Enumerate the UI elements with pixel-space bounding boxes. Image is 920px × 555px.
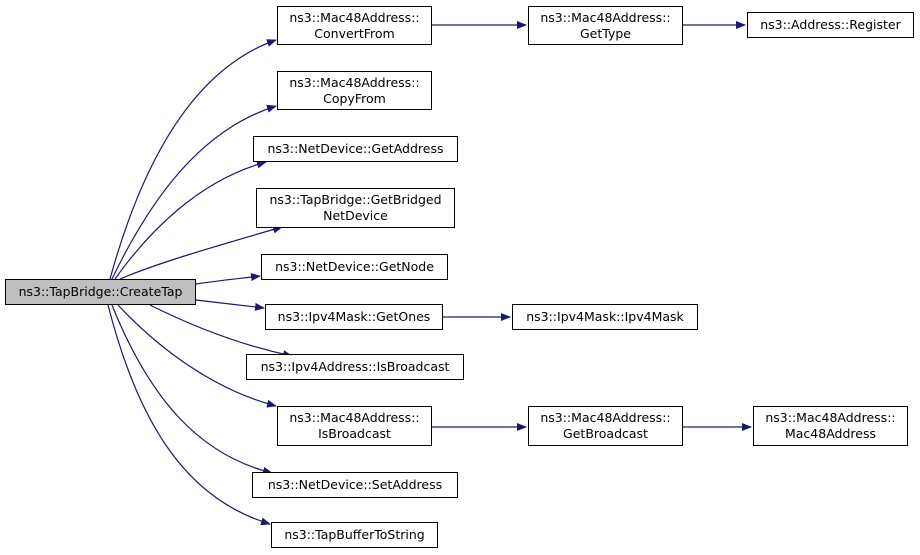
edge-create-tap-to-get-ones xyxy=(195,299,265,311)
node-label-line1: ns3::Mac48Address:: xyxy=(289,74,420,90)
edge-create-tap-to-tap-buffer-to-string xyxy=(107,304,271,526)
node-get-broadcast[interactable]: ns3::Mac48Address:: GetBroadcast xyxy=(528,406,683,446)
node-label-line1: ns3::Mac48Address:: xyxy=(765,410,896,425)
edge-create-tap-to-ipv4-is-broadcast xyxy=(149,304,293,359)
node-label-line2: Mac48Address xyxy=(784,426,876,441)
node-label: ns3::Address::Register xyxy=(760,17,901,32)
node-ipv4-is-broadcast[interactable]: ns3::Ipv4Address::IsBroadcast xyxy=(246,354,464,380)
node-get-bridged-netdevice[interactable]: ns3::TapBridge::GetBridged NetDevice xyxy=(256,188,455,228)
node-mac48-ctor[interactable]: ns3::Mac48Address:: Mac48Address xyxy=(753,406,908,446)
node-label: ns3::NetDevice::GetAddress xyxy=(267,141,444,156)
node-label-line2: GetType xyxy=(580,25,631,41)
node-get-node[interactable]: ns3::NetDevice::GetNode xyxy=(261,254,448,280)
node-label: ns3::TapBridge::CreateTap xyxy=(18,284,183,299)
node-label-line1: ns3::Mac48Address:: xyxy=(289,9,420,25)
node-label: ns3::Ipv4Address::IsBroadcast xyxy=(260,359,450,374)
node-ipv4mask-ctor[interactable]: ns3::Ipv4Mask::Ipv4Mask xyxy=(512,304,698,330)
node-label: ns3::TapBufferToString xyxy=(284,527,425,542)
node-label: ns3::Ipv4Mask::Ipv4Mask xyxy=(526,309,684,324)
node-set-address[interactable]: ns3::NetDevice::SetAddress xyxy=(252,472,458,498)
edge-create-tap-to-mac48-is-broadcast xyxy=(117,304,277,408)
node-label-line2: IsBroadcast xyxy=(318,426,391,441)
node-mac48-is-broadcast[interactable]: ns3::Mac48Address:: IsBroadcast xyxy=(277,406,432,446)
node-get-address[interactable]: ns3::NetDevice::GetAddress xyxy=(253,136,458,162)
edge-create-tap-to-get-address xyxy=(114,160,267,280)
node-label-line1: ns3::Mac48Address:: xyxy=(540,9,671,25)
node-convert-from[interactable]: ns3::Mac48Address:: ConvertFrom xyxy=(277,6,432,45)
node-label: ns3::NetDevice::SetAddress xyxy=(267,477,443,492)
node-label: ns3::NetDevice::GetNode xyxy=(275,259,434,274)
edge-create-tap-to-set-address xyxy=(111,304,273,475)
node-create-tap[interactable]: ns3::TapBridge::CreateTap xyxy=(5,279,196,305)
node-copy-from[interactable]: ns3::Mac48Address:: CopyFrom xyxy=(277,71,432,110)
node-label-line2: NetDevice xyxy=(323,208,388,223)
node-label: ns3::Ipv4Mask::GetOnes xyxy=(277,309,431,324)
node-get-ones[interactable]: ns3::Ipv4Mask::GetOnes xyxy=(265,304,443,330)
node-label-line1: ns3::Mac48Address:: xyxy=(540,410,671,425)
edge-create-tap-to-get-bridged-netdevice xyxy=(119,225,283,280)
edge-create-tap-to-convert-from xyxy=(109,39,277,280)
node-tap-buffer-to-string[interactable]: ns3::TapBufferToString xyxy=(271,522,438,548)
node-address-register[interactable]: ns3::Address::Register xyxy=(747,12,914,38)
node-label-line2: GetBroadcast xyxy=(563,426,648,441)
node-label-line1: ns3::TapBridge::GetBridged xyxy=(269,192,442,207)
node-get-type[interactable]: ns3::Mac48Address:: GetType xyxy=(528,6,683,45)
node-label-line2: ConvertFrom xyxy=(314,25,395,41)
node-label-line1: ns3::Mac48Address:: xyxy=(289,410,420,425)
edge-create-tap-to-copy-from xyxy=(111,104,277,280)
edge-create-tap-to-get-node xyxy=(195,273,261,285)
node-label-line2: CopyFrom xyxy=(323,90,386,106)
